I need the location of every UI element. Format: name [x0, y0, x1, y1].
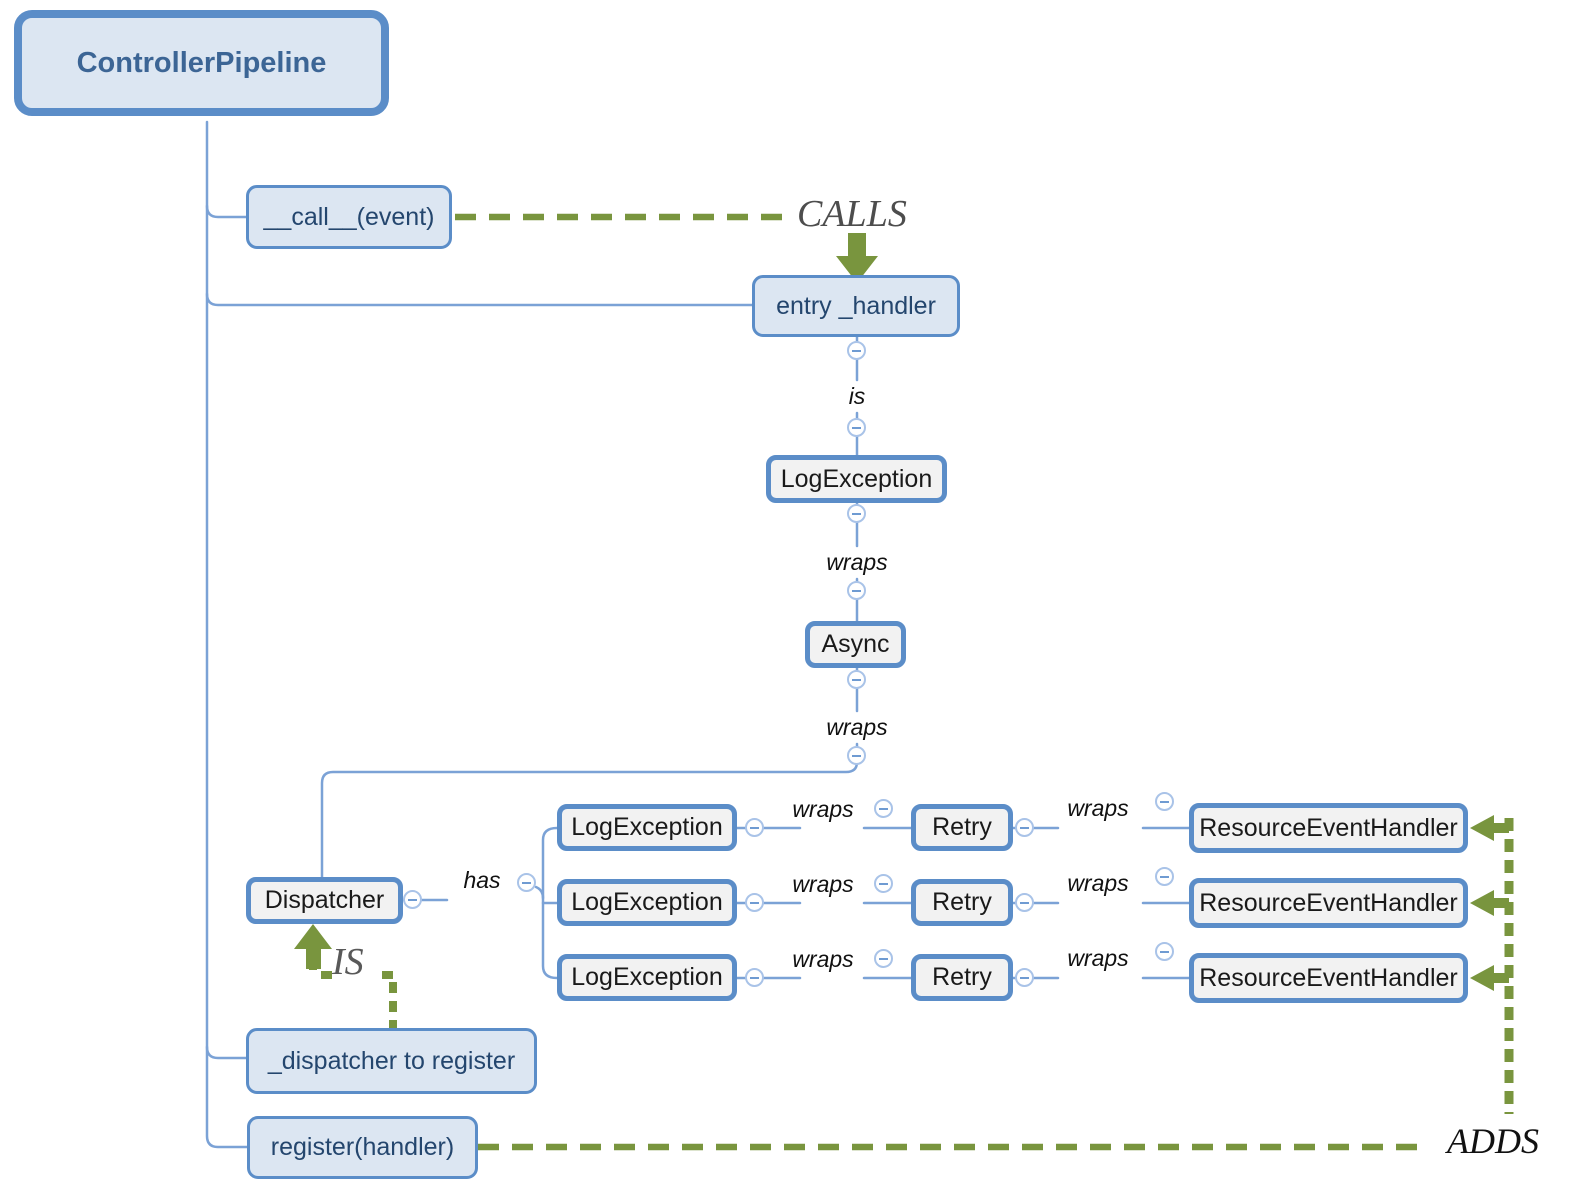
edge-label-row1-wraps-left: wraps	[792, 796, 854, 822]
is-arrow-icon	[294, 924, 332, 969]
collapse-toggle-icon[interactable]	[847, 746, 866, 765]
node-dispatcher-to-register[interactable]: _dispatcher to register	[246, 1028, 537, 1094]
adds-arrow-row3-icon	[1470, 965, 1509, 991]
has-spine-line	[541, 826, 559, 980]
branch-dispatcher-field-line	[205, 1045, 248, 1060]
trunk-line	[205, 120, 249, 1149]
collapse-toggle-icon[interactable]	[745, 818, 764, 837]
collapse-toggle-icon[interactable]	[403, 890, 422, 909]
edge-label-wraps-2: wraps	[826, 714, 888, 740]
collapse-toggle-icon[interactable]	[847, 341, 866, 360]
relation-label-calls: CALLS	[797, 193, 907, 235]
node-log-exception-main[interactable]: LogException	[766, 455, 947, 503]
edge-label-row1-wraps-right: wraps	[1067, 795, 1129, 821]
node-row2-log-exception[interactable]: LogException	[557, 879, 737, 926]
node-row2-resource-event-handler[interactable]: ResourceEventHandler	[1189, 878, 1468, 928]
collapse-toggle-icon[interactable]	[1155, 942, 1174, 961]
collapse-toggle-icon[interactable]	[1015, 818, 1034, 837]
collapse-toggle-icon[interactable]	[874, 799, 893, 818]
node-entry-handler[interactable]: entry _handler	[752, 275, 960, 337]
collapse-toggle-icon[interactable]	[1155, 867, 1174, 886]
node-row3-resource-event-handler[interactable]: ResourceEventHandler	[1189, 953, 1468, 1003]
edge-label-row3-wraps-right: wraps	[1067, 945, 1129, 971]
edge-label-row2-wraps-right: wraps	[1067, 870, 1129, 896]
node-controller-pipeline[interactable]: ControllerPipeline	[14, 10, 389, 116]
node-row3-log-exception[interactable]: LogException	[557, 954, 737, 1001]
collapse-toggle-icon[interactable]	[745, 968, 764, 987]
collapse-toggle-icon[interactable]	[847, 418, 866, 437]
collapse-toggle-icon[interactable]	[517, 873, 536, 892]
edge-label-row3-wraps-left: wraps	[792, 946, 854, 972]
node-row2-retry[interactable]: Retry	[911, 879, 1013, 926]
node-row1-retry[interactable]: Retry	[911, 804, 1013, 851]
edge-label-wraps-1: wraps	[826, 549, 888, 575]
collapse-toggle-icon[interactable]	[847, 504, 866, 523]
edge-label-has: has	[463, 867, 501, 893]
node-async[interactable]: Async	[805, 621, 906, 668]
node-call-event[interactable]: __call__(event)	[246, 185, 452, 249]
node-dispatcher[interactable]: Dispatcher	[246, 877, 403, 924]
branch-entry-handler-line	[205, 292, 754, 307]
branch-call-line	[205, 204, 248, 219]
collapse-toggle-icon[interactable]	[874, 949, 893, 968]
edge-label-row2-wraps-left: wraps	[792, 871, 854, 897]
collapse-toggle-icon[interactable]	[1015, 893, 1034, 912]
collapse-toggle-icon[interactable]	[847, 581, 866, 600]
node-row1-log-exception[interactable]: LogException	[557, 804, 737, 851]
node-register-handler[interactable]: register(handler)	[247, 1116, 478, 1179]
collapse-toggle-icon[interactable]	[874, 874, 893, 893]
relation-edges	[309, 213, 1514, 1151]
has-link-line	[534, 885, 545, 900]
edge-label-is: is	[848, 383, 866, 409]
collapse-toggle-icon[interactable]	[1015, 968, 1034, 987]
relation-label-is: IS	[332, 941, 364, 983]
node-row3-retry[interactable]: Retry	[911, 954, 1013, 1001]
collapse-toggle-icon[interactable]	[745, 893, 764, 912]
adds-arrow-row2-icon	[1470, 890, 1509, 916]
collapse-toggle-icon[interactable]	[1155, 792, 1174, 811]
relation-label-adds: ADDS	[1447, 1121, 1539, 1161]
adds-arrow-row1-icon	[1470, 815, 1509, 841]
node-row1-resource-event-handler[interactable]: ResourceEventHandler	[1189, 803, 1468, 853]
collapse-toggle-icon[interactable]	[847, 670, 866, 689]
